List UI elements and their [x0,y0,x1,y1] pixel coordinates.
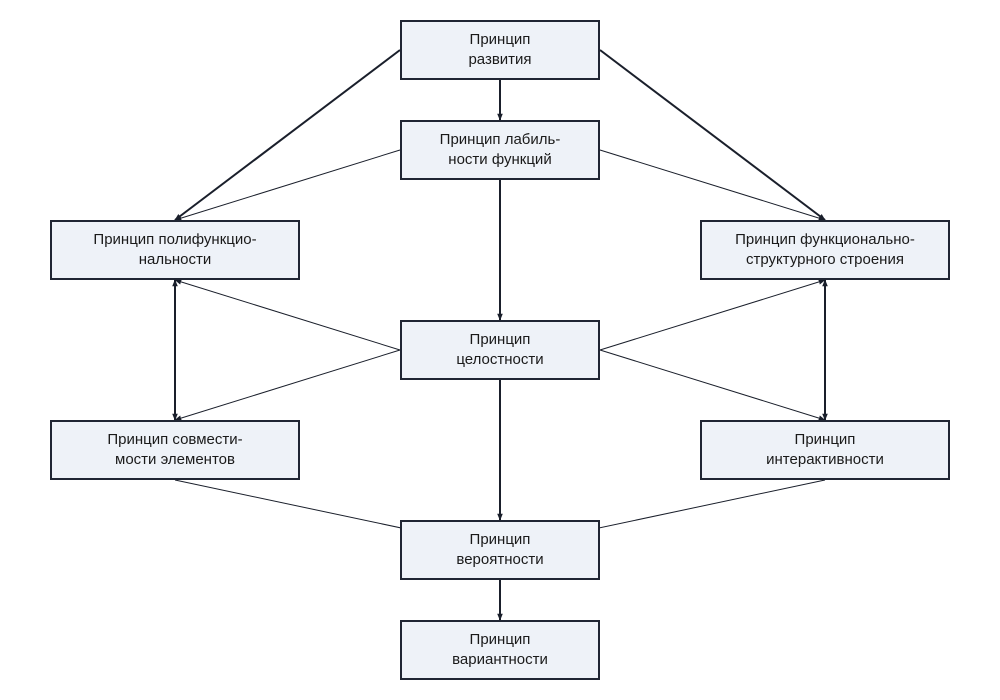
node-development-line-1: Принцип [469,31,531,48]
node-compatibility-line-2: мости элементов [115,451,235,468]
edge-integrity-to-compatibility [174,349,401,421]
node-polyfunctionality: Принцип полифункцио- нальности [50,220,300,280]
node-interactivity-line-1: Принцип [794,431,856,448]
edge-integrity-to-interactivity [599,349,826,421]
edge-development-to-polyfunctionality [174,49,401,221]
node-integrity-line-2: целостности [456,351,544,368]
node-lability-line-1: Принцип лабиль- [439,131,561,148]
edge-lability-to-functional-structural [599,149,826,221]
edge-development-to-functional-structural [599,49,826,221]
node-compatibility-line-1: Принцип совмести- [107,431,243,448]
node-functional-structural: Принцип функционально- структурного стро… [700,220,950,280]
node-probability: Принцип вероятности [400,520,600,580]
node-probability-line-1: Принцип [469,531,531,548]
node-development-line-2: развития [468,51,532,68]
node-functional-structural-line-1: Принцип функционально- [735,231,915,248]
node-polyfunctionality-line-1: Принцип полифункцио- [93,231,257,248]
node-lability-line-2: ности функций [448,151,552,168]
node-interactivity-line-2: интерактивности [766,451,884,468]
node-integrity-line-1: Принцип [469,331,531,348]
node-variance-line-1: Принцип [469,631,531,648]
edge-integrity-to-functional-structural [599,279,826,351]
node-interactivity: Принцип интерактивности [700,420,950,480]
edge-integrity-to-polyfunctionality [174,279,401,351]
node-variance: Принцип вариантности [400,620,600,680]
node-compatibility: Принцип совмести- мости элементов [50,420,300,480]
node-probability-line-2: вероятности [456,551,544,568]
node-integrity: Принцип целостности [400,320,600,380]
node-variance-line-2: вариантности [452,651,548,668]
edge-lability-to-polyfunctionality [174,149,401,221]
node-development: Принцип развития [400,20,600,80]
node-polyfunctionality-line-2: нальности [138,251,212,268]
node-functional-structural-line-2: структурного строения [746,251,904,268]
node-lability: Принцип лабиль- ности функций [400,120,600,180]
